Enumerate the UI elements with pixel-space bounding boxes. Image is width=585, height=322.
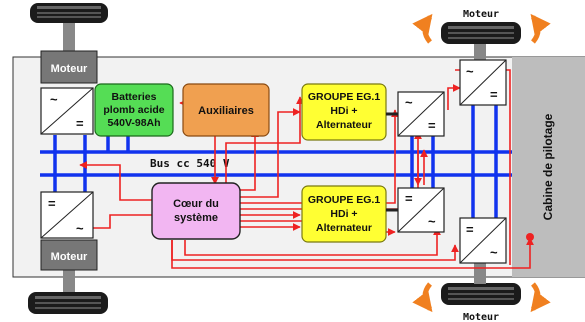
wheel-left-bottom xyxy=(28,292,108,314)
wheel-left-top xyxy=(30,3,108,23)
motor-left-top xyxy=(40,50,98,84)
svg-text:=: = xyxy=(76,116,84,131)
axle-right-top xyxy=(474,44,486,60)
converter-right-bottom: = ~ xyxy=(459,217,507,264)
batteries-label-3: 540V-98Ah xyxy=(107,117,160,129)
motor-left-bottom-label: Moteur xyxy=(51,251,88,263)
svg-text:~: ~ xyxy=(490,245,498,260)
auxiliaires-block xyxy=(182,83,270,137)
motor-label-top-right: Moteur xyxy=(463,9,499,20)
motor-left-top-label: Moteur xyxy=(51,63,88,75)
generator-top-label-1: GROUPE EG.1 xyxy=(308,91,381,103)
cabin-connector-dot xyxy=(526,233,534,241)
converter-mid-top: ~ = xyxy=(397,91,445,137)
svg-text:~: ~ xyxy=(466,64,474,79)
converter-right-top: ~ = xyxy=(459,59,507,106)
axle-left-top xyxy=(63,23,75,51)
generator-group-top xyxy=(301,83,387,141)
rotation-arrow-icon xyxy=(530,13,551,44)
batteries-block xyxy=(94,83,174,137)
cabin-label: Cabine de pilotage xyxy=(541,113,555,220)
rotation-arrow-icon xyxy=(412,13,433,44)
generator-bottom-label-1: GROUPE EG.1 xyxy=(308,194,381,206)
system-core-label-2: système xyxy=(174,212,218,224)
converter-mid-bottom: = ~ xyxy=(397,187,445,233)
rotation-arrow-icon xyxy=(412,282,433,313)
wheel-right-bottom xyxy=(441,283,521,305)
converter-left-top: ~ = xyxy=(40,87,94,135)
batteries-label-2: plomb acide xyxy=(103,104,164,116)
generator-group-bottom xyxy=(301,185,387,243)
converter-left-bottom: = ~ xyxy=(40,191,94,239)
rotation-arrow-icon xyxy=(530,282,551,313)
generator-top-label-2: HDi + xyxy=(330,105,357,117)
svg-text:=: = xyxy=(490,87,498,102)
cabin-area xyxy=(512,57,585,277)
batteries-label-1: Batteries xyxy=(112,91,157,103)
svg-text:=: = xyxy=(466,222,474,237)
auxiliaires-label: Auxiliaires xyxy=(198,105,254,117)
motor-left-bottom xyxy=(40,239,98,271)
motor-label-bottom-right: Moteur xyxy=(463,312,499,322)
svg-text:~: ~ xyxy=(50,92,58,107)
svg-text:~: ~ xyxy=(405,95,413,110)
wheel-right-top xyxy=(441,22,521,44)
svg-text:=: = xyxy=(405,191,413,206)
generator-bottom-label-2: HDi + xyxy=(330,208,357,220)
axle-right-bottom xyxy=(474,262,486,284)
generator-top-label-3: Alternateur xyxy=(316,119,372,131)
system-core-block xyxy=(151,182,241,240)
axle-left-bottom xyxy=(63,270,75,292)
bus-label: Bus cc 540 V xyxy=(150,157,230,170)
generator-bottom-label-3: Alternateur xyxy=(316,222,372,234)
dc-bus xyxy=(40,105,512,218)
svg-text:=: = xyxy=(428,118,436,133)
svg-text:~: ~ xyxy=(428,214,436,229)
system-core-label-1: Cœur du xyxy=(173,198,219,210)
svg-text:=: = xyxy=(48,196,56,211)
svg-text:~: ~ xyxy=(76,221,84,236)
